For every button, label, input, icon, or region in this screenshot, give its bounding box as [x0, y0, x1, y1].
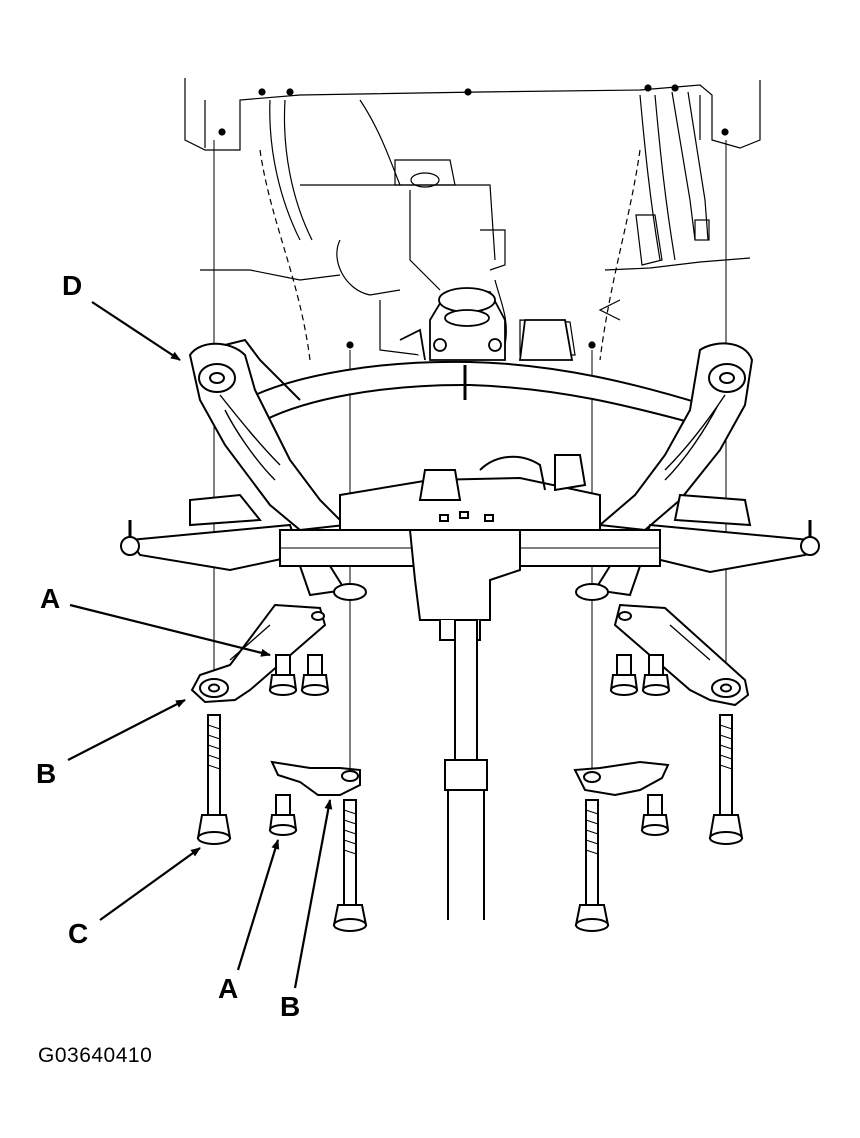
- leader-a-bottom: [236, 839, 280, 971]
- callout-a-bottom: A: [218, 973, 239, 1004]
- steering-shaft: [444, 619, 488, 920]
- leader-b-left: [67, 699, 186, 761]
- flange-bolt-a-4: [641, 654, 671, 696]
- callout-b-bottom: B: [280, 991, 301, 1022]
- callout-b-left: B: [36, 758, 57, 789]
- leader-c: [99, 847, 201, 921]
- callout-d: D: [62, 270, 83, 301]
- leader-b-bottom: [293, 799, 333, 989]
- long-bolt-inner-left: [332, 799, 368, 932]
- callout-a-top: A: [40, 583, 61, 614]
- callout-c: C: [68, 918, 89, 949]
- flange-bolt-a-6: [640, 794, 670, 836]
- leader-a-top: [69, 603, 271, 657]
- long-bolt-c-left: [196, 714, 232, 845]
- flange-bolt-a-1: [268, 654, 298, 696]
- bolts: [196, 654, 744, 932]
- long-bolt-c-right: [708, 714, 744, 845]
- figure-code: G03640410: [38, 1044, 153, 1067]
- long-bolt-inner-right: [574, 799, 610, 932]
- flange-bolt-a-5: [268, 794, 298, 836]
- steering-gearbox: [399, 287, 574, 361]
- stiffener-brackets: [190, 603, 750, 797]
- vehicle-underbody: [184, 78, 761, 361]
- leader-d: [91, 301, 181, 361]
- subframe-assembly: [120, 338, 820, 641]
- flange-bolt-a-2: [300, 654, 330, 696]
- flange-bolt-a-3: [609, 654, 639, 696]
- leader-arrows: [67, 301, 333, 989]
